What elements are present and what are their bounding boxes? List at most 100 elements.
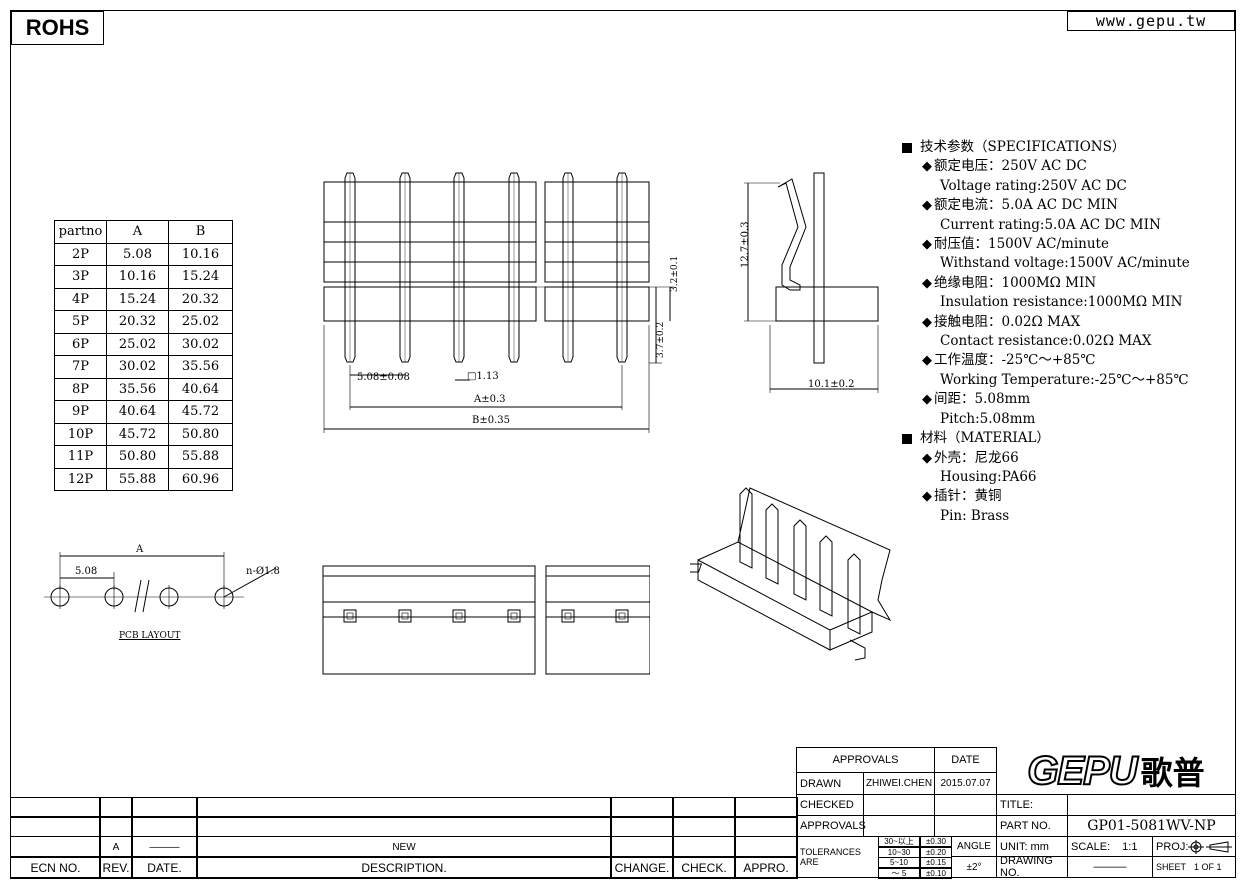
third-angle-projection-icon bbox=[1188, 839, 1233, 854]
cell-b: 50.80 bbox=[168, 422, 233, 446]
revision-description-cell: NEW bbox=[196, 836, 612, 858]
gepu-logo: GEPU 歌普 bbox=[996, 747, 1236, 795]
sheet-value: 1 OF 1 bbox=[1194, 862, 1222, 872]
revision-date-cell: DATE. bbox=[131, 856, 198, 879]
diamond-bullet-icon: ◆ bbox=[922, 314, 932, 330]
spec-item: ◆额定电流：5.0A AC DC MIN bbox=[902, 196, 1190, 215]
angle-value: ±2° bbox=[951, 856, 997, 878]
diamond-bullet-icon: ◆ bbox=[922, 198, 932, 214]
pin-square-inner bbox=[618, 612, 626, 620]
revision-date-cell: ——— bbox=[131, 836, 198, 858]
diamond-bullet-icon: ◆ bbox=[922, 489, 932, 505]
pcb-hole-dimension: n-Ø1.8 bbox=[246, 566, 280, 577]
tolerances-label: TOLERANCES ARE bbox=[796, 836, 879, 878]
revision-ecn-no-cell bbox=[10, 816, 101, 837]
revision-appro-cell bbox=[734, 836, 798, 858]
logo-cn-text: 歌普 bbox=[1140, 754, 1205, 792]
revision-description-cell: DESCRIPTION. bbox=[196, 856, 612, 879]
spec-item-cn: 外壳：尼龙66 bbox=[934, 449, 1019, 466]
revision-appro-cell bbox=[734, 797, 798, 818]
cell-partno: 12P bbox=[54, 467, 107, 491]
pin-square bbox=[343, 609, 357, 623]
isometric-view-drawing bbox=[690, 487, 892, 661]
date-header: DATE bbox=[934, 747, 997, 773]
spec-item: ◆耐压值：1500V AC/minute bbox=[902, 235, 1190, 254]
tol-value: ±0.15 bbox=[920, 857, 952, 868]
spec-item-cn: 额定电流：5.0A AC DC MIN bbox=[934, 197, 1118, 214]
spec-item-en: Withstand voltage:1500V AC/minute bbox=[940, 255, 1190, 272]
material-title: 材料（MATERIAL） bbox=[920, 430, 1050, 447]
pin-square-inner bbox=[510, 612, 518, 620]
cell-a: 35.56 bbox=[106, 377, 169, 401]
cell-b: 15.24 bbox=[168, 265, 233, 289]
cell-b: 45.72 bbox=[168, 400, 233, 424]
square-bullet-icon bbox=[902, 142, 912, 153]
diamond-bullet-icon: ◆ bbox=[922, 392, 932, 408]
cell-b: 25.02 bbox=[168, 310, 233, 334]
part-no-label: PART NO. bbox=[996, 815, 1068, 837]
scale-cell: SCALE: 1:1 bbox=[1067, 836, 1153, 857]
pin-square-inner bbox=[401, 612, 409, 620]
drawn-by: ZHIWEI.CHEN bbox=[863, 772, 935, 795]
pin-outline bbox=[508, 172, 520, 363]
checked-date bbox=[934, 794, 997, 816]
rohs-badge: ROHS bbox=[11, 11, 104, 45]
revision-change-cell bbox=[610, 816, 674, 837]
proj-label: PROJ: bbox=[1156, 840, 1189, 853]
pin-square bbox=[561, 609, 575, 623]
tol-range: 10~30 bbox=[878, 846, 920, 858]
spec-item-cn: 插针：黄铜 bbox=[934, 488, 1002, 505]
cell-partno: 2P bbox=[54, 242, 107, 266]
revision-change-cell bbox=[610, 797, 674, 818]
spec-item-en: Pin: Brass bbox=[940, 507, 1010, 524]
iso-pin bbox=[793, 519, 807, 601]
pin-outline bbox=[562, 172, 574, 363]
spec-item-en: Pitch:5.08mm bbox=[940, 410, 1036, 427]
cell-partno: 8P bbox=[54, 377, 107, 401]
angle-label: ANGLE bbox=[951, 836, 997, 857]
revision-ecn-no-cell: ECN NO. bbox=[10, 856, 101, 879]
cell-partno: 9P bbox=[54, 400, 107, 424]
revision-check-cell bbox=[672, 797, 736, 818]
b-dimension: B±0.35 bbox=[472, 415, 510, 426]
revision-check-cell bbox=[672, 836, 736, 858]
revision-rev-cell bbox=[99, 816, 133, 837]
spec-item: ◆接触电阻：0.02Ω MAX bbox=[902, 313, 1190, 332]
cell-a: 55.88 bbox=[106, 467, 169, 491]
spec-item: ◆插针：黄铜 bbox=[902, 487, 1190, 506]
revision-description-cell bbox=[196, 797, 612, 818]
revision-rev-cell bbox=[99, 797, 133, 818]
proj-cell: PROJ: bbox=[1152, 836, 1236, 857]
cell-b: 30.02 bbox=[168, 332, 233, 356]
revision-appro-cell bbox=[734, 816, 798, 837]
revision-date-cell bbox=[131, 797, 198, 818]
header-partno: partno bbox=[54, 220, 107, 244]
revision-check-cell bbox=[672, 816, 736, 837]
header-a: A bbox=[106, 220, 169, 244]
spec-item-cn: 绝缘电阻：1000MΩ MIN bbox=[934, 274, 1097, 291]
cell-a: 50.80 bbox=[106, 445, 169, 469]
spec-item-en: Contact resistance:0.02Ω MAX bbox=[940, 333, 1152, 350]
diamond-bullet-icon: ◆ bbox=[922, 353, 932, 369]
revision-rev-cell: REV. bbox=[99, 856, 133, 879]
cell-a: 5.08 bbox=[106, 242, 169, 266]
pitch-dimension: 5.08±0.08 bbox=[357, 372, 410, 383]
spec-item-en: Working Temperature:-25℃～+85℃ bbox=[940, 371, 1189, 388]
cell-a: 10.16 bbox=[106, 265, 169, 289]
revision-appro-cell: APPRO. bbox=[734, 856, 798, 879]
logo-text: GEPU bbox=[1026, 748, 1138, 794]
sheet-label: SHEET bbox=[1156, 862, 1187, 872]
spec-item: ◆工作温度：-25℃～+85℃ bbox=[902, 351, 1190, 370]
sheet-cell: SHEET 1 OF 1 bbox=[1152, 856, 1236, 878]
cell-a: 25.02 bbox=[106, 332, 169, 356]
spec-item-en: Insulation resistance:1000MΩ MIN bbox=[940, 294, 1183, 311]
spec-item: ◆外壳：尼龙66 bbox=[902, 449, 1190, 468]
tol-value: ±0.30 bbox=[920, 836, 952, 847]
spec-section-header: 技术参数（SPECIFICATIONS） bbox=[902, 138, 1190, 157]
cell-b: 10.16 bbox=[168, 242, 233, 266]
material-section-header: 材料（MATERIAL） bbox=[902, 429, 1190, 448]
